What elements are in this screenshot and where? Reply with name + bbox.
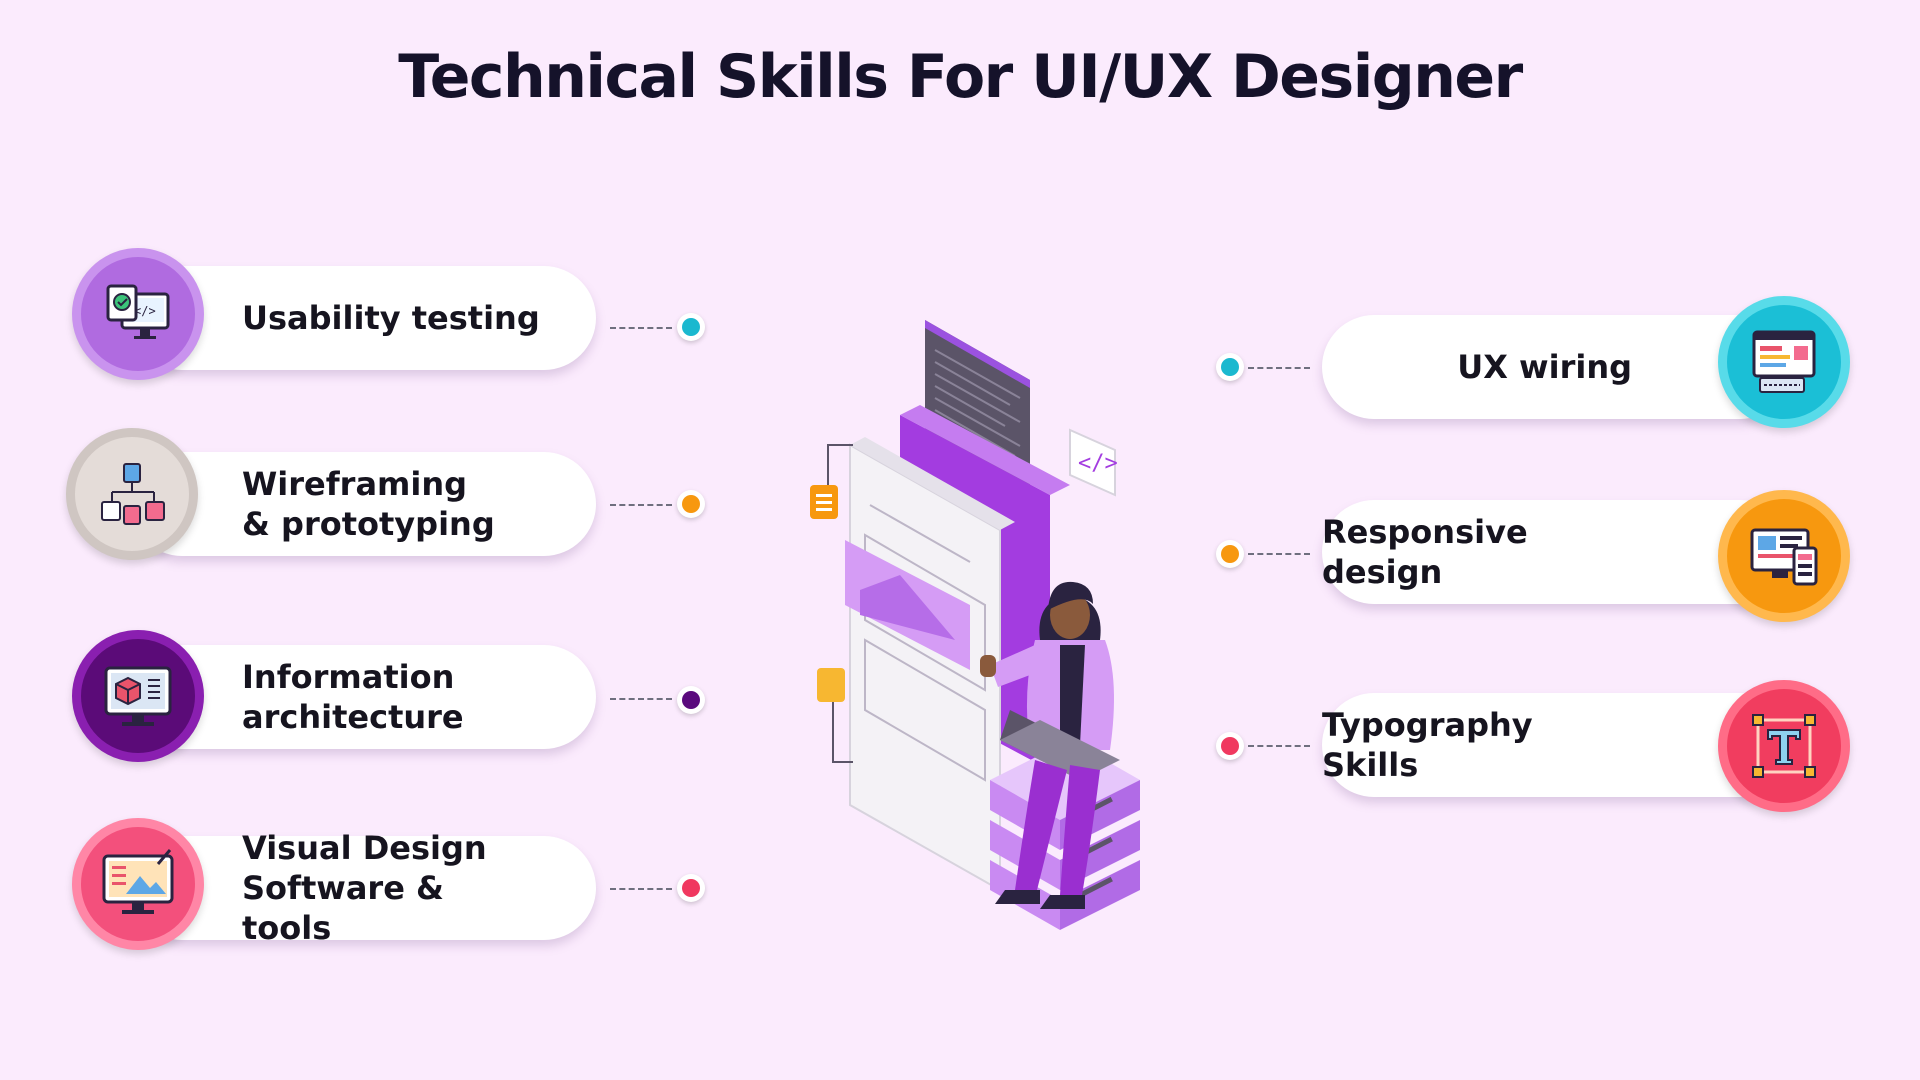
skill-card-visual-design: Visual Design Software & tools bbox=[130, 829, 596, 947]
usability-testing-icon: </> bbox=[106, 284, 170, 339]
svg-text:</>: </> bbox=[134, 304, 156, 318]
visual-design-icon bbox=[102, 849, 174, 914]
skill-card-ux-wiring: UX wiring bbox=[1322, 315, 1792, 419]
designer-illustration: </> bbox=[810, 320, 1140, 930]
responsive-design-icon bbox=[1750, 528, 1818, 586]
skill-card-wireframing: Wireframing & prototyping bbox=[130, 452, 596, 556]
connector-line bbox=[610, 504, 672, 506]
ux-wiring-badge bbox=[1718, 296, 1850, 428]
skill-label: Responsive design bbox=[1322, 513, 1528, 591]
responsive-design-badge bbox=[1718, 490, 1850, 622]
connector-dot bbox=[1216, 732, 1244, 760]
connector-dot bbox=[677, 313, 705, 341]
skill-label: Information architecture bbox=[242, 658, 464, 736]
information-architecture-badge bbox=[72, 630, 204, 762]
skill-card-responsive-design: Responsive design bbox=[1322, 500, 1792, 604]
skill-label: Visual Design Software & tools bbox=[242, 829, 487, 947]
connector-dot bbox=[677, 490, 705, 518]
visual-design-badge bbox=[72, 818, 204, 950]
skill-label: Wireframing & prototyping bbox=[242, 465, 495, 543]
connector-line bbox=[610, 888, 672, 890]
skill-card-information-architecture: Information architecture bbox=[130, 645, 596, 749]
usability-testing-badge: </> bbox=[72, 248, 204, 380]
typography-icon bbox=[1752, 714, 1816, 778]
skill-card-typography: Typography Skills bbox=[1322, 693, 1792, 797]
page-title: Technical Skills For UI/UX Designer bbox=[398, 42, 1523, 112]
wireframe-icon bbox=[101, 463, 165, 525]
skill-label: UX wiring bbox=[1457, 348, 1632, 386]
skill-label: Usability testing bbox=[242, 299, 540, 337]
connector-dot bbox=[1216, 540, 1244, 568]
connector-line bbox=[1248, 367, 1310, 369]
information-architecture-icon bbox=[104, 666, 172, 726]
connector-dot bbox=[1216, 353, 1244, 381]
connector-dot bbox=[677, 874, 705, 902]
connector-line bbox=[1248, 745, 1310, 747]
connector-dot bbox=[677, 686, 705, 714]
wireframing-badge bbox=[66, 428, 198, 560]
connector-line bbox=[610, 698, 672, 700]
svg-text:</>: </> bbox=[1078, 451, 1118, 476]
connector-line bbox=[1248, 553, 1310, 555]
ux-wiring-icon bbox=[1752, 330, 1816, 393]
skill-card-usability-testing: Usability testing bbox=[130, 266, 596, 370]
typography-badge bbox=[1718, 680, 1850, 812]
skill-label: Typography Skills bbox=[1322, 706, 1533, 784]
connector-line bbox=[610, 327, 672, 329]
